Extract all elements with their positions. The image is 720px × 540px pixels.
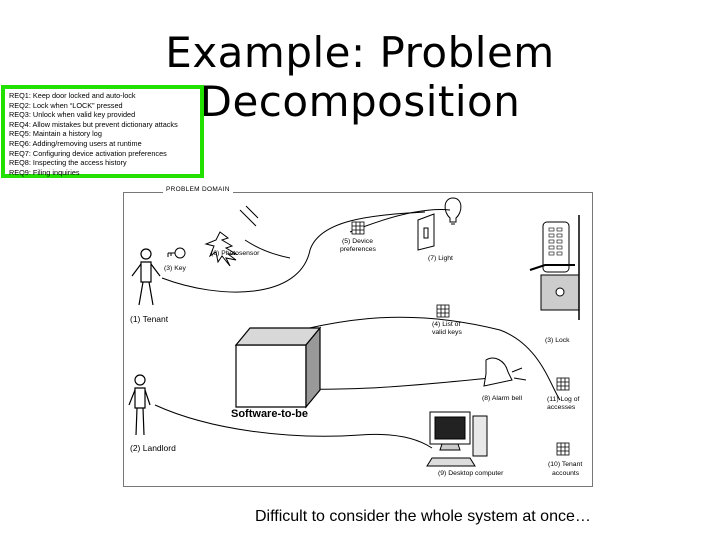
requirement-item: REQ4: Allow mistakes but prevent diction… — [9, 119, 178, 129]
log-of-accesses-icon — [556, 377, 570, 391]
door-lock-device — [529, 215, 580, 320]
tenant-label: (1) Tenant — [130, 314, 169, 324]
footer-caption: Difficult to consider the whole system a… — [255, 508, 591, 525]
requirements-box: REQ1: Keep door locked and auto-lock REQ… — [1, 85, 204, 178]
light-bulb-icon — [444, 197, 462, 225]
light-label: (7) Light — [428, 255, 453, 262]
photosensor-label: (6) Photosensor — [211, 250, 260, 257]
valid-keys-label-line2: valid keys — [432, 329, 462, 336]
log-accesses-label-line1: (11) Log of — [547, 396, 580, 403]
list-of-valid-keys-icon — [436, 304, 450, 318]
landlord-figure — [128, 374, 151, 436]
light-switch-icon — [417, 213, 435, 251]
alarm-bell-icon — [483, 357, 527, 387]
landlord-connector — [154, 404, 433, 449]
problem-domain-frame — [123, 192, 593, 487]
requirement-item: REQ7: Configuring device activation pref… — [9, 148, 167, 158]
device-preferences-label-line1: (5) Device — [342, 238, 373, 245]
slide-title: Example: Problem Decomposition — [165, 28, 555, 126]
device-preferences-label-line2: preferences — [340, 246, 376, 253]
photosensor-icon — [204, 205, 259, 267]
requirement-item: REQ3: Unlock when valid key provided — [9, 110, 136, 120]
tenant-figure — [131, 248, 161, 306]
tenant-accounts-label-line1: (10) Tenant — [548, 461, 583, 468]
valid-keys-label-line1: (4) List of — [432, 321, 461, 328]
software-to-be-label: Software-to-be — [231, 408, 308, 420]
device-preferences-icon — [351, 221, 365, 235]
light-connector — [349, 209, 451, 233]
alarm-bell-label: (8) Alarm bell — [482, 395, 523, 402]
desktop-computer-icon — [426, 411, 488, 467]
desktop-computer-label: (9) Desktop computer — [438, 470, 504, 477]
key-label: (3) Key — [164, 265, 186, 272]
log-accesses-label-line2: accesses — [547, 404, 576, 411]
requirement-item: REQ1: Keep door locked and auto-lock — [9, 91, 136, 100]
software-cube — [234, 326, 322, 409]
problem-domain-label: PROBLEM DOMAIN — [163, 186, 233, 193]
key-icon — [167, 247, 186, 259]
tenant-accounts-icon — [556, 442, 570, 456]
photosensor-connector — [244, 239, 291, 259]
requirement-item: REQ5: Maintain a history log — [9, 129, 102, 139]
tenant-connector — [161, 211, 426, 293]
requirement-item: REQ8: Inspecting the access history — [9, 158, 127, 168]
requirement-item: REQ2: Lock when “LOCK” pressed — [9, 100, 123, 110]
tenant-accounts-label-line2: accounts — [552, 470, 580, 477]
requirement-item: REQ6: Adding/removing users at runtime — [9, 138, 142, 148]
lock-label: (3) Lock — [545, 337, 570, 344]
requirement-item: REQ9: Filing inquiries — [9, 167, 80, 177]
landlord-label: (2) Landlord — [130, 443, 176, 453]
